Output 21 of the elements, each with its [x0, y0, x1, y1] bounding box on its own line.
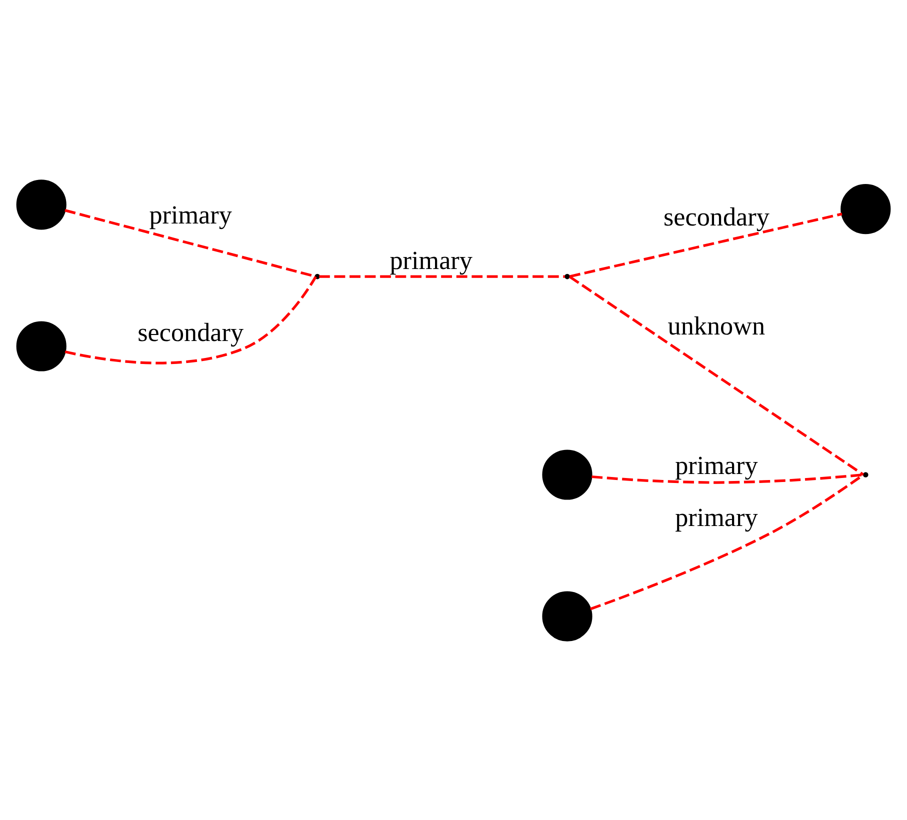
edge-label: secondary [138, 318, 244, 347]
edge-label: primary [675, 502, 758, 532]
connector [569, 212, 842, 278]
node-circle [16, 179, 66, 230]
node-circle [16, 320, 66, 371]
edge-label: unknown [668, 310, 766, 340]
connector [319, 274, 565, 278]
node-circle [542, 590, 592, 641]
node-point [314, 273, 320, 279]
node-circle [840, 183, 891, 234]
node-circle [542, 449, 592, 500]
edge-label: primary [390, 246, 472, 275]
connector [568, 275, 864, 476]
connector [590, 473, 864, 610]
node-point [564, 273, 570, 279]
connector [64, 276, 317, 364]
edge-label: primary [675, 450, 758, 480]
edge-label: primary [149, 200, 232, 229]
connector [592, 472, 864, 484]
node-point [862, 472, 868, 477]
edge-label: secondary [663, 202, 770, 232]
